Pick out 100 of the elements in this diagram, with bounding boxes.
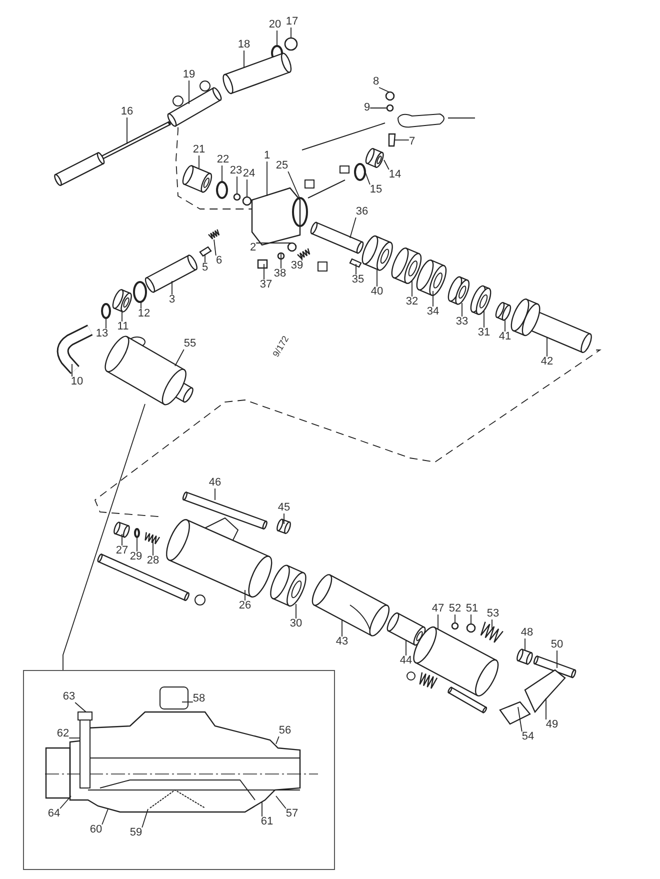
callout-number: 54 <box>522 732 534 742</box>
callout-number: 35 <box>352 274 364 286</box>
leader-line <box>432 290 434 307</box>
spring-part <box>208 229 220 240</box>
block-part <box>349 258 362 268</box>
callout-number: 64 <box>48 808 60 820</box>
callout-number: 13 <box>96 328 108 340</box>
leader-line <box>142 808 148 828</box>
callout-number: 61 <box>260 816 274 828</box>
callout-number: 23 <box>230 166 242 176</box>
cylinder-part <box>416 259 447 296</box>
leader-line <box>518 706 522 732</box>
callout-number: 17 <box>286 16 298 28</box>
shaft-part <box>510 298 592 354</box>
callout-number: 2 <box>250 242 256 254</box>
wedge-part <box>499 701 531 725</box>
callout-number: 40 <box>370 286 384 298</box>
leader-line <box>290 27 292 38</box>
callout-number: 15 <box>370 184 382 196</box>
callout-number: 1 <box>264 150 270 162</box>
callout-number: 24 <box>242 168 256 180</box>
cylinder-part <box>495 302 512 321</box>
leader-line <box>214 239 216 256</box>
pipe-part <box>56 324 93 374</box>
nut-part <box>284 37 298 51</box>
callout-number: 52 <box>448 604 462 614</box>
callout-number: 42 <box>540 356 554 368</box>
assembly-line <box>176 126 252 210</box>
cylinder-part <box>112 289 132 312</box>
nut-part <box>386 104 394 112</box>
callout-number: 5 <box>202 262 208 274</box>
leader-line <box>246 179 248 198</box>
callout-number: 31 <box>478 328 490 338</box>
callout-number: 59 <box>130 828 142 838</box>
ring-part <box>101 303 111 319</box>
leader-line <box>524 638 526 650</box>
ring-part <box>133 281 147 303</box>
leader-line <box>276 796 286 809</box>
leader-line <box>198 155 200 168</box>
leader-line <box>384 160 390 170</box>
callout-number: 56 <box>278 726 292 736</box>
cylinder-part <box>516 648 533 665</box>
leader-line <box>266 161 268 196</box>
callout-number: 30 <box>290 618 302 630</box>
leader-line <box>236 176 238 194</box>
leader-line <box>276 30 278 46</box>
callout-number: 50 <box>550 640 564 650</box>
ring-part <box>354 163 366 181</box>
callout-number: 3 <box>168 294 176 306</box>
leader-line <box>74 702 86 712</box>
leader-line <box>60 796 72 809</box>
shaft-part <box>54 121 171 186</box>
lever-part <box>524 669 566 714</box>
leader-line <box>350 217 356 238</box>
callout-number: 25 <box>276 160 288 172</box>
callout-number: 19 <box>182 70 196 80</box>
callout-number: 38 <box>274 268 286 280</box>
leader-line <box>378 87 390 92</box>
callout-number: 53 <box>486 608 500 620</box>
leader-line <box>214 488 216 500</box>
cylinder-part <box>470 285 492 316</box>
cylinder-part <box>114 522 130 538</box>
callout-number: 62 <box>56 728 70 740</box>
callout-number: 18 <box>238 40 250 50</box>
assembly-line <box>94 350 602 518</box>
callout-number: 60 <box>90 824 102 836</box>
callout-number: 46 <box>208 478 222 488</box>
leader-line <box>136 536 138 552</box>
block-part <box>388 133 396 147</box>
nut-part <box>277 252 285 260</box>
leader-line <box>126 117 128 144</box>
block-part <box>257 259 268 269</box>
nut-part <box>466 623 476 633</box>
block-part <box>199 246 212 257</box>
nut-part <box>233 193 241 201</box>
callout-number: 48 <box>520 628 534 638</box>
callout-number: 14 <box>388 170 402 180</box>
callout-number: 43 <box>336 636 348 648</box>
callout-number: 27 <box>116 546 128 556</box>
callout-number: 20 <box>268 20 282 30</box>
callout-number: 51 <box>466 604 478 614</box>
leader-line <box>504 318 506 332</box>
callout-number: 55 <box>184 338 196 350</box>
callout-number: 36 <box>356 206 368 218</box>
callout-number: 11 <box>117 322 129 332</box>
cylinder-part <box>365 148 384 168</box>
callout-number: 9 <box>364 102 370 114</box>
leader-line <box>62 404 146 670</box>
spring-part <box>144 532 160 545</box>
callout-number: 41 <box>498 332 512 342</box>
leader-line <box>376 270 378 287</box>
leader-line <box>276 736 280 744</box>
nut-part <box>385 91 395 101</box>
leader-line <box>188 80 190 104</box>
ring-part <box>292 197 308 227</box>
leader-line <box>244 590 246 601</box>
callout-number: 6 <box>216 256 222 266</box>
callout-number: 45 <box>278 502 290 514</box>
leader-line <box>102 808 108 825</box>
leader-line <box>362 166 370 185</box>
